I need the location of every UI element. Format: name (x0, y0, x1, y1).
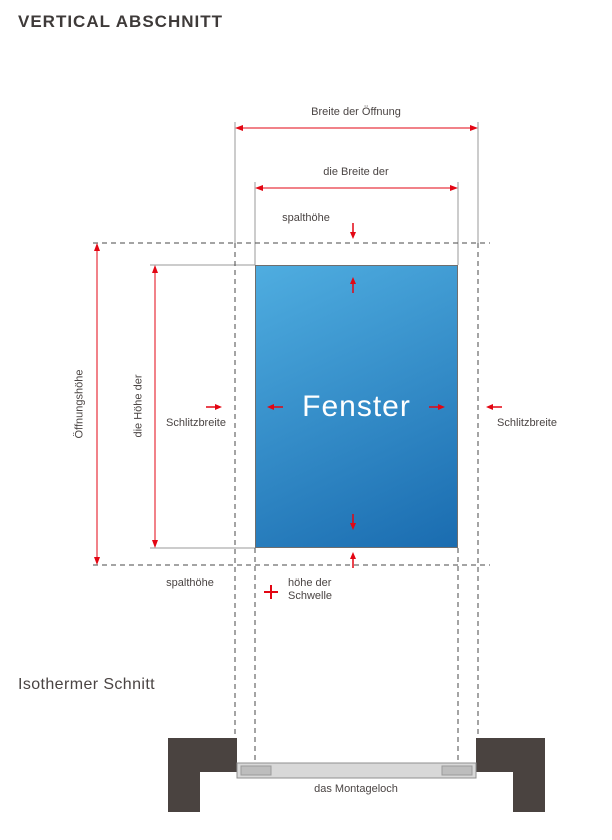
label-threshold-height-line1: höhe der (288, 577, 332, 589)
window-rectangle: Fenster (255, 265, 458, 548)
expansion-arrow-up (350, 277, 356, 293)
label-gap-height-bottom: spalthöhe (166, 577, 214, 589)
wall-section-right (476, 738, 545, 812)
expansion-arrow-left (267, 404, 283, 410)
label-threshold-height-line2: Schwelle (288, 590, 333, 602)
slot-arrow-right-outside (206, 404, 222, 410)
label-mounting-hole: das Montageloch (314, 783, 398, 795)
expansion-arrow-right (429, 404, 445, 410)
label-threshold-height: höhe der Schwelle (288, 577, 332, 603)
window-label: Fenster (302, 389, 411, 423)
dashed-opening-outline (93, 242, 490, 763)
label-opening-width: Breite der Öffnung (311, 106, 401, 118)
dimension-opening-height (94, 243, 100, 565)
extension-lines (150, 122, 479, 549)
threshold-plus-marker (264, 585, 278, 599)
page-title: VERTICAL ABSCHNITT (18, 12, 223, 31)
wall-section-left (168, 738, 237, 812)
section-label: Isothermer Schnitt (18, 676, 156, 693)
gap-arrow-up-bottom (350, 552, 356, 568)
mounting-hole-bar (236, 762, 477, 779)
dimension-opening-width (235, 125, 478, 131)
label-window-width: die Breite der (323, 166, 389, 178)
label-slot-width-right: Schlitzbreite (497, 417, 557, 429)
dimension-window-width (255, 185, 458, 191)
label-gap-height-top: spalthöhe (282, 212, 330, 224)
label-window-height: die Höhe der (132, 374, 145, 438)
label-slot-width-left: Schlitzbreite (166, 417, 226, 429)
expansion-arrow-down-bottom (350, 514, 356, 530)
gap-arrow-down-top (350, 223, 356, 239)
label-opening-height: Öffnungshöhe (73, 369, 86, 439)
dimension-window-height (152, 265, 158, 548)
slot-arrow-left-outside (486, 404, 502, 410)
